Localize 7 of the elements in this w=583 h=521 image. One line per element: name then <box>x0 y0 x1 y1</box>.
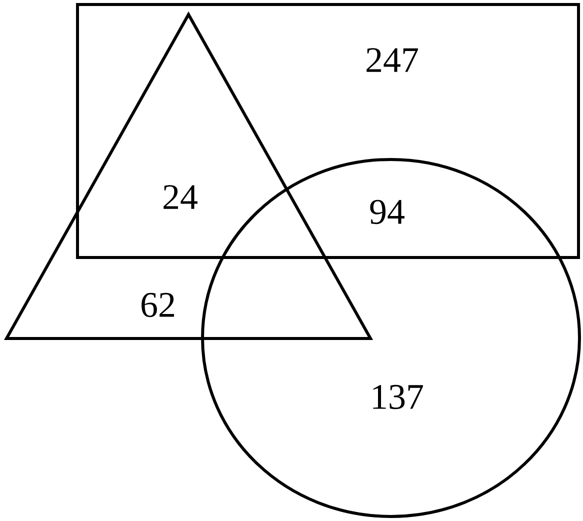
region-count: 94 <box>370 200 404 224</box>
rectangle-outline <box>76 3 580 259</box>
circle-outline <box>201 158 581 518</box>
region-count: 247 <box>366 48 418 72</box>
region-count: 62 <box>142 292 174 318</box>
region-count: 24 <box>164 185 198 209</box>
region-count: 137 <box>373 384 423 410</box>
